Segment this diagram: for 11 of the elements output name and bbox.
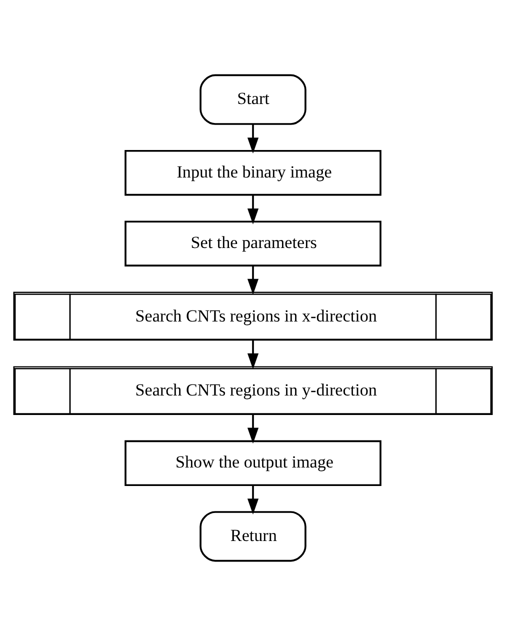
arrow [246,414,258,444]
arrow [246,194,258,224]
arrow [246,124,258,154]
arrow [246,340,258,370]
arrow [246,485,258,514]
node-box: Show the output image [124,440,381,486]
node-box: Input the binary image [124,150,381,196]
node-box: Return [199,511,306,562]
node-box: Set the parameters [124,220,381,266]
arrow [246,266,258,295]
node-box: Start [199,74,306,125]
